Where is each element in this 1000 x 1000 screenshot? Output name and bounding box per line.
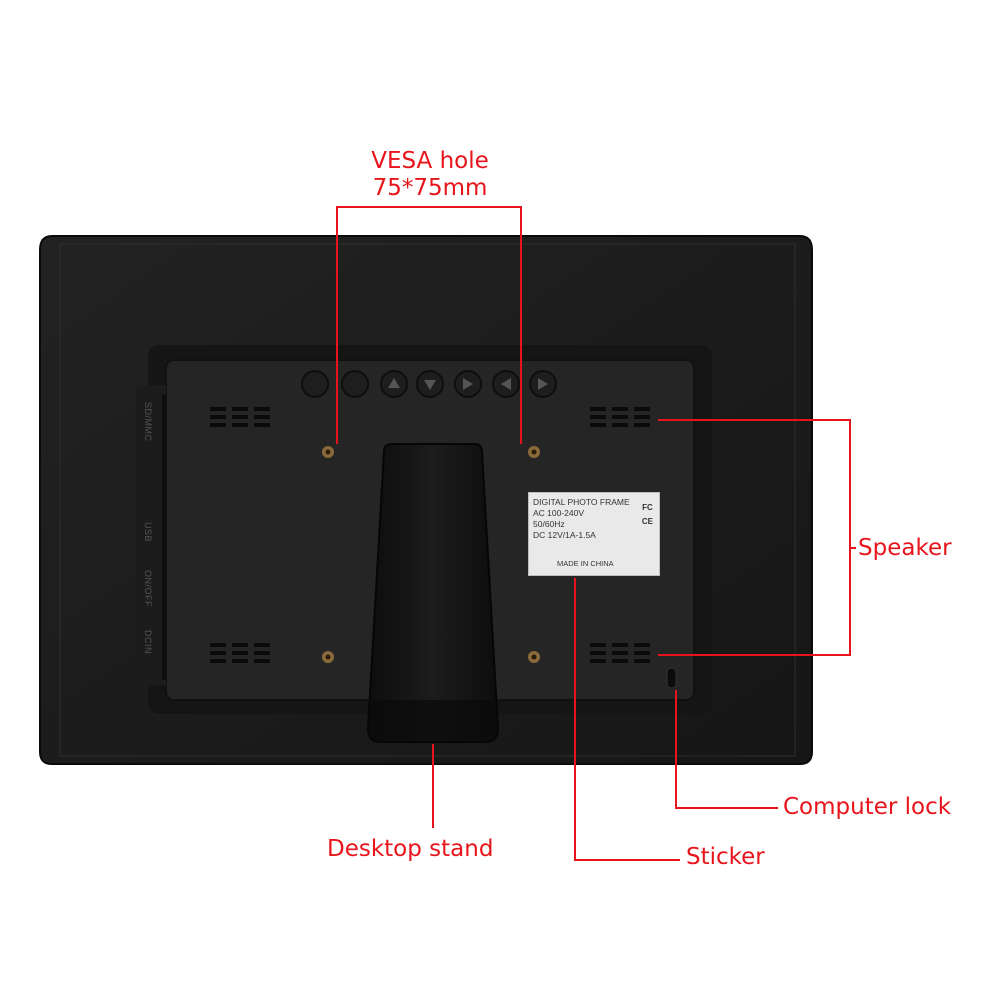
desktop-stand-callout: Desktop stand <box>327 836 494 862</box>
frame-bevel <box>59 243 796 757</box>
control-buttons <box>301 370 557 398</box>
vesa-hole-callout: VESA hole 75*75mm <box>330 148 530 202</box>
side-port-strip <box>136 385 166 685</box>
port-label-dc-in: DCIN <box>143 630 153 654</box>
speaker-grille-bottom-right <box>590 643 650 663</box>
speaker-grille-top-right <box>590 407 650 427</box>
speaker-grille-top-left <box>210 407 270 427</box>
play-icon <box>463 378 473 390</box>
desktop-stand-foot <box>368 700 498 742</box>
sticker-callout: Sticker <box>686 844 765 870</box>
callout-lines <box>336 206 856 861</box>
vesa-screw-holes <box>322 446 540 663</box>
fc-mark: FC <box>642 503 653 512</box>
up-arrow-icon <box>388 378 400 388</box>
speaker-callout: Speaker <box>858 535 952 561</box>
speaker-grille-bottom-left <box>210 643 270 663</box>
sticker-line-ac: AC 100-240V <box>533 508 585 518</box>
vesa-callout-size: 75*75mm <box>372 175 488 201</box>
sticker-callout-line <box>574 578 680 861</box>
control-button-1 <box>301 370 329 398</box>
sticker-line-dc: DC 12V/1A-1.5A <box>533 530 596 540</box>
down-arrow-icon <box>424 380 436 390</box>
port-label-usb: USB <box>143 522 153 543</box>
vesa-callout-title: VESA hole <box>371 148 489 174</box>
port-label-on-off: ON/OFF <box>143 570 153 607</box>
side-port-slot <box>162 395 167 680</box>
computer-lock-callout-line <box>675 690 778 809</box>
computer-lock-slot <box>666 667 677 689</box>
control-button-2 <box>341 370 369 398</box>
rewind-icon <box>501 378 511 390</box>
sticker-line-hz: 50/60Hz <box>533 519 565 529</box>
spec-sticker: DIGITAL PHOTO FRAME AC 100-240V 50/60Hz … <box>528 492 660 576</box>
port-label-sd-mmc: SD/MMC <box>143 402 153 442</box>
ce-mark: CE <box>641 517 653 526</box>
sticker-line-product: DIGITAL PHOTO FRAME <box>533 497 630 507</box>
sticker-made-in: MADE IN CHINA <box>557 559 614 568</box>
desktop-stand <box>366 443 500 743</box>
computer-lock-callout: Computer lock <box>783 794 952 820</box>
vesa-callout-line <box>336 206 522 444</box>
forward-icon <box>538 378 548 390</box>
speaker-callout-line <box>658 419 851 656</box>
